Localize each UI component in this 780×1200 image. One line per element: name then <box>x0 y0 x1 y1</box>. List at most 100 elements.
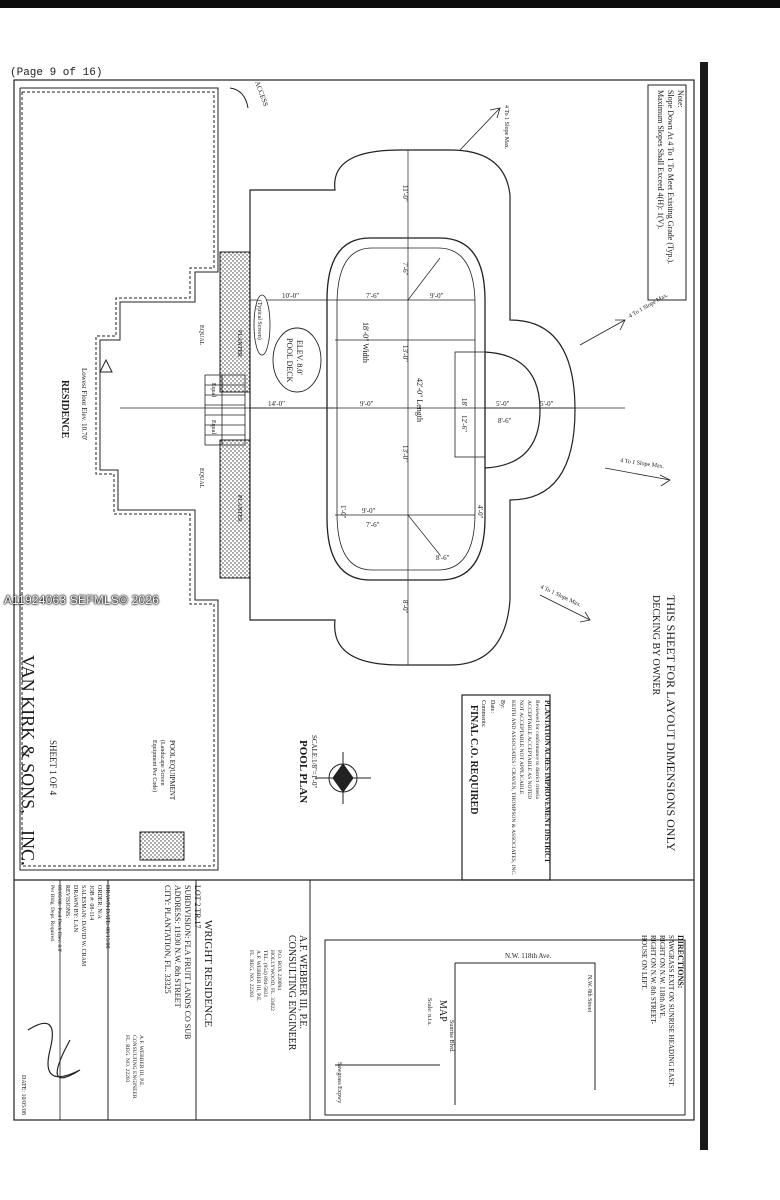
stamp-date: Date: <box>489 700 495 713</box>
tb-job: JOB #: 08-114 <box>88 885 94 920</box>
engineer-l5: FL. REG. NO. 22203 <box>248 950 254 998</box>
note-title: Note: <box>676 90 685 108</box>
stamp-title: PLANTATION ACRES IMPROVEMENT DISTRICT <box>543 700 551 863</box>
plantation-stamp: PLANTATION ACRES IMPROVEMENT DISTRICT Re… <box>461 694 551 881</box>
residence-title: RESIDENCE <box>59 380 70 439</box>
pool-equipment: POOL EQUIPMENT (Landscape Screen Equipme… <box>151 740 176 801</box>
project-details: LOT 2 TR.17 SUBDIVISION: FLA FRUIT LANDS… <box>163 885 202 1039</box>
planter-top-label: PLANTER <box>236 330 242 357</box>
tb-drawn-date: DRAWN DATE: 08/15/08 <box>104 885 110 949</box>
stamp-handwritten: FINAL C.O. REQUIRED <box>468 705 479 814</box>
pool-equipment-line2: (Landscape Screen <box>159 740 166 785</box>
directions: DIRECTIONS: SAWGRASS EXIT ON SUNRISE HEA… <box>640 935 685 1087</box>
dim-d20: 4'-0" <box>476 505 484 519</box>
pool-equipment-line1: POOL EQUIPMENT <box>168 740 176 801</box>
map-road2: N.W. 8th Street <box>586 975 592 1012</box>
note-line1: Slope Down At 4 To 1 To Meet Existing Gr… <box>666 90 675 264</box>
slope-arrows <box>459 107 671 623</box>
map-title: MAP <box>437 1000 448 1022</box>
engineer-l4: A.F. WEBBER III, P.E. <box>255 950 261 1002</box>
tb-salesman: SALESMAN: DAVID W. CRAM <box>80 885 86 967</box>
slope-label-b: 4 To 1 Slope Max. <box>628 292 670 320</box>
stamp-l3: NOT ACCEPTABLE NOT APPLICABLE <box>518 700 524 795</box>
project-lot: LOT 2 TR.17 <box>193 885 202 928</box>
right-scan-border <box>700 62 708 1150</box>
pool-plan-scale: SCALE:1/8"=1'-0" <box>310 735 318 788</box>
pool-length: 42'-0" Length <box>415 378 424 422</box>
top-scan-border <box>0 0 780 8</box>
dim-d1: 11'-0" <box>401 185 409 202</box>
company-name: VAN KIRK & SONS, INC. <box>18 655 38 866</box>
layout-note-line2: DECKING BY OWNER <box>650 595 661 696</box>
planter-bottom <box>219 439 251 579</box>
stamp-by: By: <box>499 700 505 709</box>
dim-d8: 9'-0" <box>360 400 374 408</box>
residence-floor: Lowest Floor Elev. 10.70' <box>80 368 88 440</box>
typical-screen: (Typical Screen) <box>256 300 263 340</box>
planter-top <box>219 251 251 393</box>
access-arrow-icon <box>229 87 249 109</box>
sheet-number: SHEET 1 OF 4 <box>48 740 58 796</box>
engineer-l1: P.O. BOX 220094 <box>276 950 282 990</box>
spa-bench <box>454 351 486 458</box>
map-box: N.W. 118th Ave. N.W. 8th Street Sunrise … <box>324 939 686 1116</box>
stamp-l4: KEITH AND ASSOCIATES / CRAVEN, THOMPSON … <box>510 700 516 876</box>
dim-d2: 7'-6" <box>401 262 409 276</box>
pool-width: 18'-0" Width <box>361 322 370 363</box>
page-label: (Page 9 of 16) <box>10 67 103 79</box>
dim-d13: 8'-6" <box>498 417 512 425</box>
project-city: CITY: PLANTATION, FL. 33325 <box>163 885 172 994</box>
tb-drawn-by: DRAWN BY: LAN <box>72 885 78 933</box>
pool-outer <box>326 237 486 581</box>
layout-note-line1: THIS SHEET FOR LAYOUT DIMENSIONS ONLY <box>664 595 678 852</box>
project-block: WRIGHT RESIDENCE <box>202 920 214 1027</box>
company-line2: INC. <box>18 830 38 866</box>
note-line2: Maximum Slopes Shall Exceed 4(H): 1(V). <box>656 90 665 229</box>
equal-a: Equal <box>210 383 216 397</box>
engineer-name: A.F. WEBBER III, P.E. <box>297 935 308 1029</box>
map-scale: Scale: n.t.s. <box>426 998 432 1026</box>
engineer-l2: HOLLYWOOD, FL. 33022 <box>269 950 275 1011</box>
seal-line3: FL. REG. NO. 22203 <box>124 1035 130 1083</box>
directions-title: DIRECTIONS: <box>676 935 685 988</box>
residence-label-group: RESIDENCE Lowest Floor Elev. 10.70' <box>59 368 88 440</box>
project-name: WRIGHT RESIDENCE <box>202 920 214 1027</box>
dim-d12: 5'-0" <box>540 400 554 408</box>
map-road1: N.W. 118th Ave. <box>505 952 551 960</box>
project-subdivision: SUBDIVISION: FLA FRUIT LANDS CO SUB <box>183 885 192 1039</box>
pool-equipment-line3: Equipment Per Code) <box>151 740 158 792</box>
signature-icon <box>27 1022 81 1079</box>
company-line1: VAN KIRK & SONS, <box>18 655 38 814</box>
map-road3: Sunrise Blvd. <box>448 1020 454 1053</box>
dim-d17: 7'-6" <box>366 521 380 529</box>
dim-d9: 7'-6" <box>366 292 380 300</box>
stamp-l1: Reviewed for conformance to district cri… <box>534 700 541 800</box>
equal-bottom: EQUAL <box>198 468 204 489</box>
mls-watermark: A11924063 SEFMLS© 2026 <box>4 593 160 607</box>
planter-bottom-label: PLANTER <box>236 495 242 522</box>
pool-deck-line2: ELEV. 8.0' <box>295 340 304 375</box>
dim-d18: 8'-6" <box>436 554 450 562</box>
dim-d11: 5'-0" <box>496 400 510 408</box>
sheet-border <box>13 79 695 1121</box>
note-box: Note: Slope Down At 4 To 1 To Meet Exist… <box>647 84 687 301</box>
directions-l4: HOUSE ON LEFT. <box>640 935 648 990</box>
engineer-seal: A.F. WEBBER III, P.E. CONSULTING ENGINEE… <box>124 1035 144 1099</box>
dim-d7: 14'-0" <box>268 400 285 408</box>
dim-d10: 9'-0" <box>430 292 444 300</box>
deck-boundary <box>249 149 576 666</box>
stamp-comments: Comments: <box>480 700 486 728</box>
tb-rev1: 09/05/08: Pool Deck Elev. 8.0' <box>56 885 62 952</box>
dimension-labels: 11'-0" 7'-6" 13'-0" 13'-0" 8'-0" 10'-0" … <box>268 185 554 614</box>
north-arrow-icon <box>315 752 371 804</box>
pool-inner <box>336 247 476 571</box>
dim-d19: 1'-0" <box>339 505 347 519</box>
tb-revisions: REVISIONS: <box>64 885 70 918</box>
engineer-title: CONSULTING ENGINEER <box>286 935 297 1051</box>
slope-label-c: 4 To 1 Slope Max. <box>620 458 665 470</box>
directions-l3: RIGHT ON N.W. 8th STREET- <box>649 935 657 1025</box>
pool-plan-title: POOL PLAN <box>297 740 309 803</box>
tb-order: ORDER: N/A <box>96 885 102 920</box>
engineer-l3: TEL. (954) 894-5831 <box>262 950 269 997</box>
